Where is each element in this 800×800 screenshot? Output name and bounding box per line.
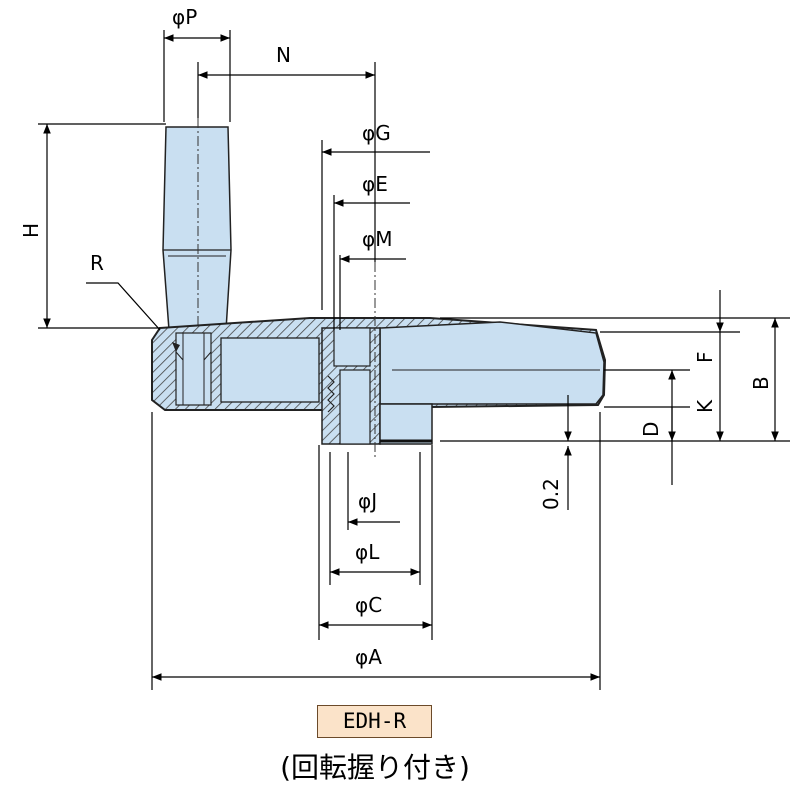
dim-l-label: φL (355, 540, 380, 564)
dim-e-label: φE (362, 172, 388, 196)
grip-body (162, 126, 232, 331)
dim-n-label: N (276, 43, 291, 67)
dim-j-label: φJ (358, 489, 377, 513)
dim-h-label: H (19, 223, 43, 238)
dim-b-label: B (749, 376, 773, 390)
dim-k-label: K (693, 399, 717, 413)
dim-a-label: φA (355, 645, 382, 669)
revolving-grip (162, 118, 232, 345)
dimension-lines (38, 30, 790, 690)
dim-m-label: φM (362, 227, 392, 251)
dim-clearance-label: 0.2 (539, 478, 563, 510)
dim-d-label: D (639, 422, 663, 437)
caption: (回転握り付き) (280, 751, 470, 784)
handwheel-body (151, 262, 607, 460)
dim-r-label: R (90, 251, 104, 275)
dim-c-label: φC (355, 593, 382, 617)
dimension-labels: φP N φG φE φM H R F B K D 0.2 φJ φL φC φ… (19, 5, 773, 669)
dim-g-label: φG (362, 121, 391, 145)
dim-p-label: φP (172, 5, 197, 29)
model-label-box: EDH-R (317, 705, 432, 738)
dim-f-label: F (693, 351, 717, 363)
